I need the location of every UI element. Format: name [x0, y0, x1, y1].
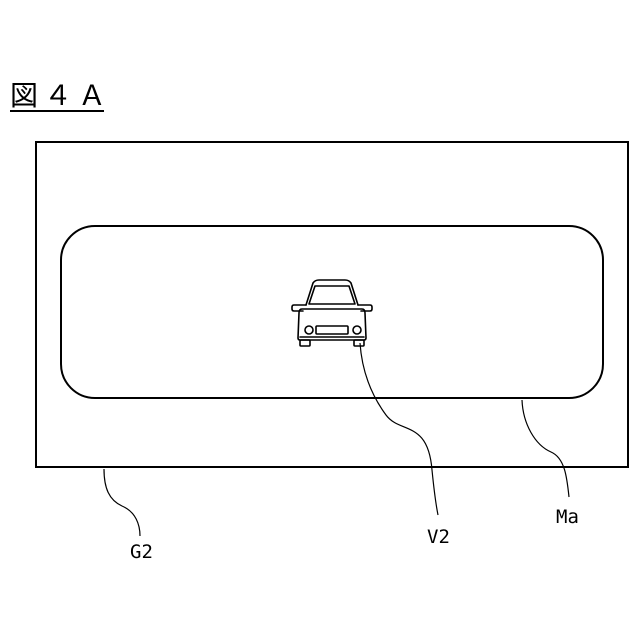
label-v2: V2 — [427, 526, 450, 548]
car-front-icon — [292, 280, 372, 346]
figure-title: 図４Ａ — [10, 79, 112, 112]
label-g2: G2 — [130, 541, 153, 563]
leader-g2 — [104, 469, 140, 536]
region-ma — [61, 226, 603, 398]
leader-ma — [522, 400, 569, 497]
leader-v2 — [360, 343, 438, 515]
label-ma: Ma — [556, 506, 579, 528]
